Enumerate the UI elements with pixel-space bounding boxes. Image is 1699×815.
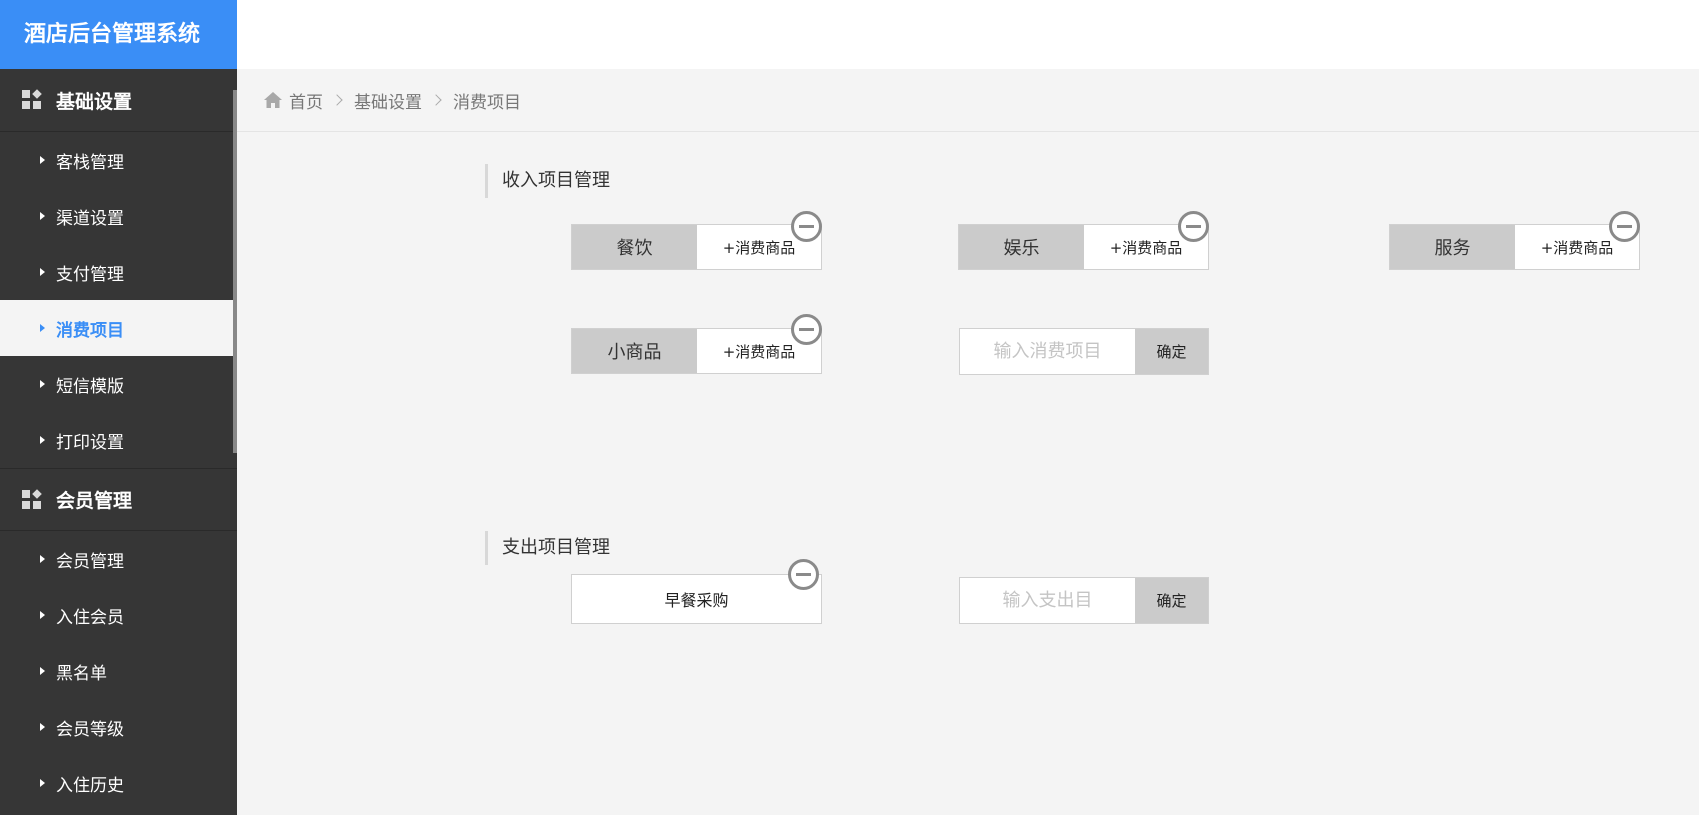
caret-right-icon <box>40 268 45 276</box>
sidebar-item-check-in-history[interactable]: 入住历史 <box>0 755 237 811</box>
sidebar-item-label: 打印设置 <box>56 432 124 453</box>
chevron-right-icon <box>331 94 343 106</box>
sidebar-item-label: 消费项目 <box>56 320 124 341</box>
sidebar-item-inn-management[interactable]: 客栈管理 <box>0 132 237 188</box>
caret-right-icon <box>40 667 45 675</box>
sidebar-item-print-settings[interactable]: 打印设置 <box>0 412 237 468</box>
sidebar-item-label: 会员等级 <box>56 719 124 740</box>
grid-icon <box>22 89 42 110</box>
sidebar-item-checked-in-members[interactable]: 入住会员 <box>0 587 237 643</box>
confirm-income-button[interactable]: 确定 <box>1135 329 1208 374</box>
remove-circle-icon[interactable] <box>788 559 819 590</box>
category-card-entertainment: 娱乐 +消费商品 <box>958 224 1209 270</box>
expense-item-breakfast-purchase[interactable]: 早餐采购 <box>571 574 822 624</box>
category-name[interactable]: 小商品 <box>572 329 697 373</box>
new-expense-item-input[interactable] <box>960 578 1135 623</box>
sidebar-item-label: 黑名单 <box>56 663 107 684</box>
sidebar-item-label: 渠道设置 <box>56 208 124 229</box>
confirm-expense-button[interactable]: 确定 <box>1135 578 1208 623</box>
breadcrumb: 首页 基础设置 消费项目 <box>237 69 1699 132</box>
chevron-right-icon <box>430 94 442 106</box>
category-card-service: 服务 +消费商品 <box>1389 224 1640 270</box>
add-product-button[interactable]: +消费商品 <box>1109 238 1183 257</box>
remove-circle-icon[interactable] <box>1178 211 1209 242</box>
new-income-item-group: 确定 <box>959 328 1209 375</box>
remove-circle-icon[interactable] <box>791 211 822 242</box>
category-name[interactable]: 娱乐 <box>959 225 1084 269</box>
caret-right-icon <box>40 779 45 787</box>
sidebar-item-channel-settings[interactable]: 渠道设置 <box>0 188 237 244</box>
caret-right-icon <box>40 723 45 731</box>
category-card-small-goods: 小商品 +消费商品 <box>571 328 822 374</box>
caret-right-icon <box>40 436 45 444</box>
sidebar-scrollbar[interactable] <box>233 90 237 453</box>
add-product-button[interactable]: +消费商品 <box>1540 238 1614 257</box>
sidebar-item-blacklist[interactable]: 黑名单 <box>0 643 237 699</box>
caret-right-icon <box>40 611 45 619</box>
caret-right-icon <box>40 212 45 220</box>
sidebar-item-payment-management[interactable]: 支付管理 <box>0 244 237 300</box>
category-name[interactable]: 服务 <box>1390 225 1515 269</box>
sidebar-item-member-levels[interactable]: 会员等级 <box>0 699 237 755</box>
sidebar-item-label: 支付管理 <box>56 264 124 285</box>
remove-circle-icon[interactable] <box>1609 211 1640 242</box>
grid-icon <box>22 488 42 510</box>
sidebar-item-label: 客栈管理 <box>56 152 124 173</box>
caret-right-icon <box>40 156 45 164</box>
sidebar-item-label: 入住会员 <box>56 607 124 628</box>
home-icon <box>264 92 282 108</box>
caret-right-icon <box>40 555 45 563</box>
expense-section-title: 支出项目管理 <box>485 531 610 565</box>
caret-right-icon <box>40 380 45 388</box>
breadcrumb-current: 消费项目 <box>453 92 521 113</box>
category-name[interactable]: 餐饮 <box>572 225 697 269</box>
sidebar-group-label: 基础设置 <box>56 90 133 113</box>
top-bar <box>237 0 1699 69</box>
breadcrumb-basic-settings[interactable]: 基础设置 <box>354 92 422 113</box>
category-card-catering: 餐饮 +消费商品 <box>571 224 822 270</box>
new-expense-item-group: 确定 <box>959 577 1209 624</box>
sidebar-group-label: 会员管理 <box>56 490 133 512</box>
new-income-item-input[interactable] <box>960 329 1135 374</box>
sidebar-item-label: 入住历史 <box>56 775 124 796</box>
sidebar-item-label: 会员管理 <box>56 551 124 572</box>
add-product-button[interactable]: +消费商品 <box>722 342 796 361</box>
breadcrumb-home[interactable]: 首页 <box>289 92 323 113</box>
remove-circle-icon[interactable] <box>791 314 822 345</box>
sidebar-item-sms-templates[interactable]: 短信模版 <box>0 356 237 412</box>
sidebar-item-consumption-items[interactable]: 消费项目 <box>0 300 237 356</box>
income-section-title: 收入项目管理 <box>485 164 610 198</box>
sidebar-group-member-management[interactable]: 会员管理 <box>0 468 237 531</box>
add-product-button[interactable]: +消费商品 <box>722 238 796 257</box>
sidebar: 酒店后台管理系统 基础设置 客栈管理 渠道设置 支付管理 消费项目 短信模版 打… <box>0 0 237 815</box>
sidebar-item-member-management[interactable]: 会员管理 <box>0 531 237 587</box>
app-title: 酒店后台管理系统 <box>0 0 237 69</box>
caret-right-icon <box>40 324 45 332</box>
sidebar-group-basic-settings[interactable]: 基础设置 <box>0 69 237 132</box>
sidebar-item-label: 短信模版 <box>56 376 124 397</box>
